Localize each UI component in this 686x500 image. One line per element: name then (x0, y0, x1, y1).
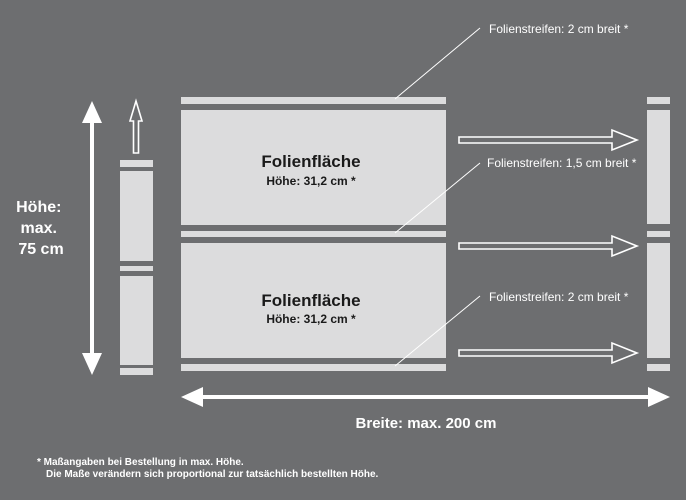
right-arrow-icon (458, 128, 640, 152)
right-side-view (647, 97, 670, 371)
strip (120, 368, 153, 375)
width-double-arrow-icon (181, 387, 670, 407)
strip-top (181, 97, 446, 104)
right-arrow-icon (458, 341, 640, 365)
main-front-view (181, 97, 446, 371)
strip (120, 266, 153, 271)
callout-lines (394, 27, 481, 367)
strip-bottom (181, 364, 446, 371)
strip (647, 97, 670, 104)
panel (120, 171, 153, 261)
panel-2-title: Folienfläche (261, 291, 360, 310)
callout-top: Folienstreifen: 2 cm breit * (489, 22, 629, 36)
right-arrows (458, 128, 640, 365)
panel (647, 243, 670, 358)
panel-2 (181, 243, 446, 358)
panel-1-title: Folienfläche (261, 152, 360, 171)
height-double-arrow-icon (82, 101, 102, 375)
panel-1-subtitle: Höhe: 31,2 cm * (266, 174, 356, 188)
strip-middle (181, 231, 446, 237)
callout-middle: Folienstreifen: 1,5 cm breit * (487, 156, 637, 170)
callout-line (394, 295, 481, 367)
callout-line (394, 27, 481, 100)
callout-line (394, 162, 481, 234)
right-arrow-icon (458, 234, 640, 258)
panel-1 (181, 110, 446, 225)
panel-2-subtitle: Höhe: 31,2 cm * (266, 312, 356, 326)
up-arrow-icon (128, 98, 144, 154)
strip (120, 160, 153, 167)
height-label: Höhe: max. 75 cm (16, 199, 66, 258)
width-label: Breite: max. 200 cm (356, 415, 497, 432)
footnote: * Maßangaben bei Bestellung in max. Höhe… (37, 457, 379, 480)
left-side-view (120, 160, 153, 375)
strip (647, 231, 670, 237)
panel (120, 276, 153, 365)
callout-bottom: Folienstreifen: 2 cm breit * (489, 290, 629, 304)
panel (647, 110, 670, 224)
strip (647, 364, 670, 371)
